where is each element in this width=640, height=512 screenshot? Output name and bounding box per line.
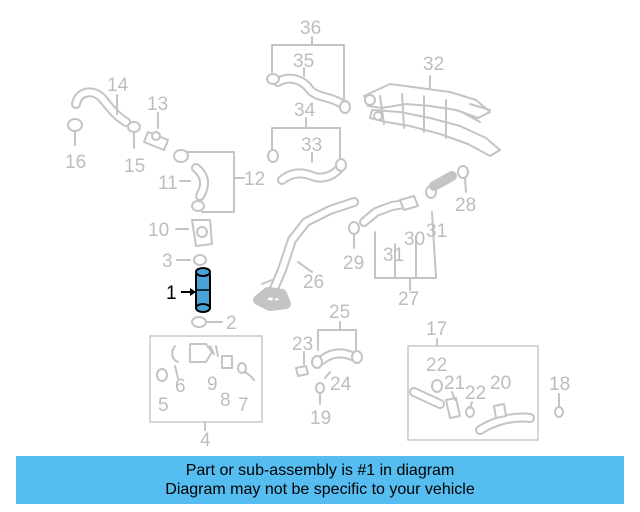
callout-36: 36 bbox=[300, 18, 321, 39]
part-group-36 bbox=[266, 36, 351, 114]
part-26-pipe bbox=[253, 197, 359, 311]
callout-19: 19 bbox=[310, 408, 331, 429]
callout-1: 1 bbox=[166, 283, 177, 304]
callout-25: 25 bbox=[329, 302, 350, 323]
part-10-fitting bbox=[175, 219, 213, 247]
callout-11: 11 bbox=[158, 173, 178, 194]
callout-16: 16 bbox=[65, 152, 86, 173]
callout-32: 32 bbox=[423, 54, 444, 75]
callout-4: 4 bbox=[200, 430, 211, 451]
callout-6: 6 bbox=[175, 376, 186, 397]
callout-21: 21 bbox=[444, 373, 465, 394]
callout-12: 12 bbox=[244, 169, 265, 190]
callout-23: 23 bbox=[292, 334, 313, 355]
banner-line-1: Part or sub-assembly is #1 in diagram bbox=[185, 462, 455, 479]
part-group-4 bbox=[149, 335, 263, 431]
callout-33: 33 bbox=[301, 135, 322, 156]
callout-14: 14 bbox=[107, 75, 129, 96]
callout-15: 15 bbox=[124, 156, 145, 177]
callout-9: 9 bbox=[207, 374, 218, 395]
callout-31-right: 31 bbox=[426, 221, 447, 242]
callout-7: 7 bbox=[238, 395, 249, 416]
part-2-clamp bbox=[191, 316, 223, 328]
callout-3: 3 bbox=[162, 251, 173, 272]
callout-27: 27 bbox=[398, 289, 419, 310]
callout-8: 8 bbox=[220, 390, 231, 411]
callout-18: 18 bbox=[549, 374, 570, 395]
part-group-27 bbox=[348, 165, 469, 291]
part-3-clamp bbox=[176, 254, 207, 266]
callout-2: 2 bbox=[226, 313, 237, 334]
callout-10: 10 bbox=[148, 220, 169, 241]
callout-28: 28 bbox=[455, 195, 476, 216]
banner-line-2: Diagram may not be specific to your vehi… bbox=[165, 481, 475, 498]
callout-17: 17 bbox=[426, 319, 447, 340]
callout-numbers: 1 2 3 4 5 6 7 8 9 10 11 12 13 14 15 16 1… bbox=[65, 18, 570, 451]
callout-13: 13 bbox=[147, 94, 168, 115]
parts-diagram: 1 2 3 4 5 6 7 8 9 10 11 12 13 14 15 16 1… bbox=[65, 18, 570, 451]
callout-34: 34 bbox=[294, 100, 316, 121]
callout-35: 35 bbox=[293, 51, 314, 72]
part-1-hose-highlighted bbox=[181, 267, 211, 313]
callout-5: 5 bbox=[158, 395, 169, 416]
callout-29: 29 bbox=[343, 253, 364, 274]
callout-24: 24 bbox=[330, 374, 352, 395]
part-group-14-16-15-13 bbox=[67, 87, 169, 151]
part-group-34 bbox=[267, 117, 347, 185]
callout-22-upper: 22 bbox=[426, 355, 447, 376]
part-group-17 bbox=[407, 338, 539, 441]
callout-26: 26 bbox=[303, 272, 324, 293]
part-32-pipe-assembly bbox=[363, 75, 501, 157]
part-group-12-11 bbox=[173, 149, 245, 213]
part-18-clip bbox=[554, 393, 564, 418]
part-group-25 bbox=[295, 321, 363, 405]
disclaimer-banner: Part or sub-assembly is #1 in diagram Di… bbox=[16, 456, 624, 504]
callout-20: 20 bbox=[490, 373, 511, 394]
callout-31-left: 31 bbox=[383, 245, 404, 266]
callout-22-lower: 22 bbox=[465, 383, 486, 404]
callout-30: 30 bbox=[404, 229, 425, 250]
